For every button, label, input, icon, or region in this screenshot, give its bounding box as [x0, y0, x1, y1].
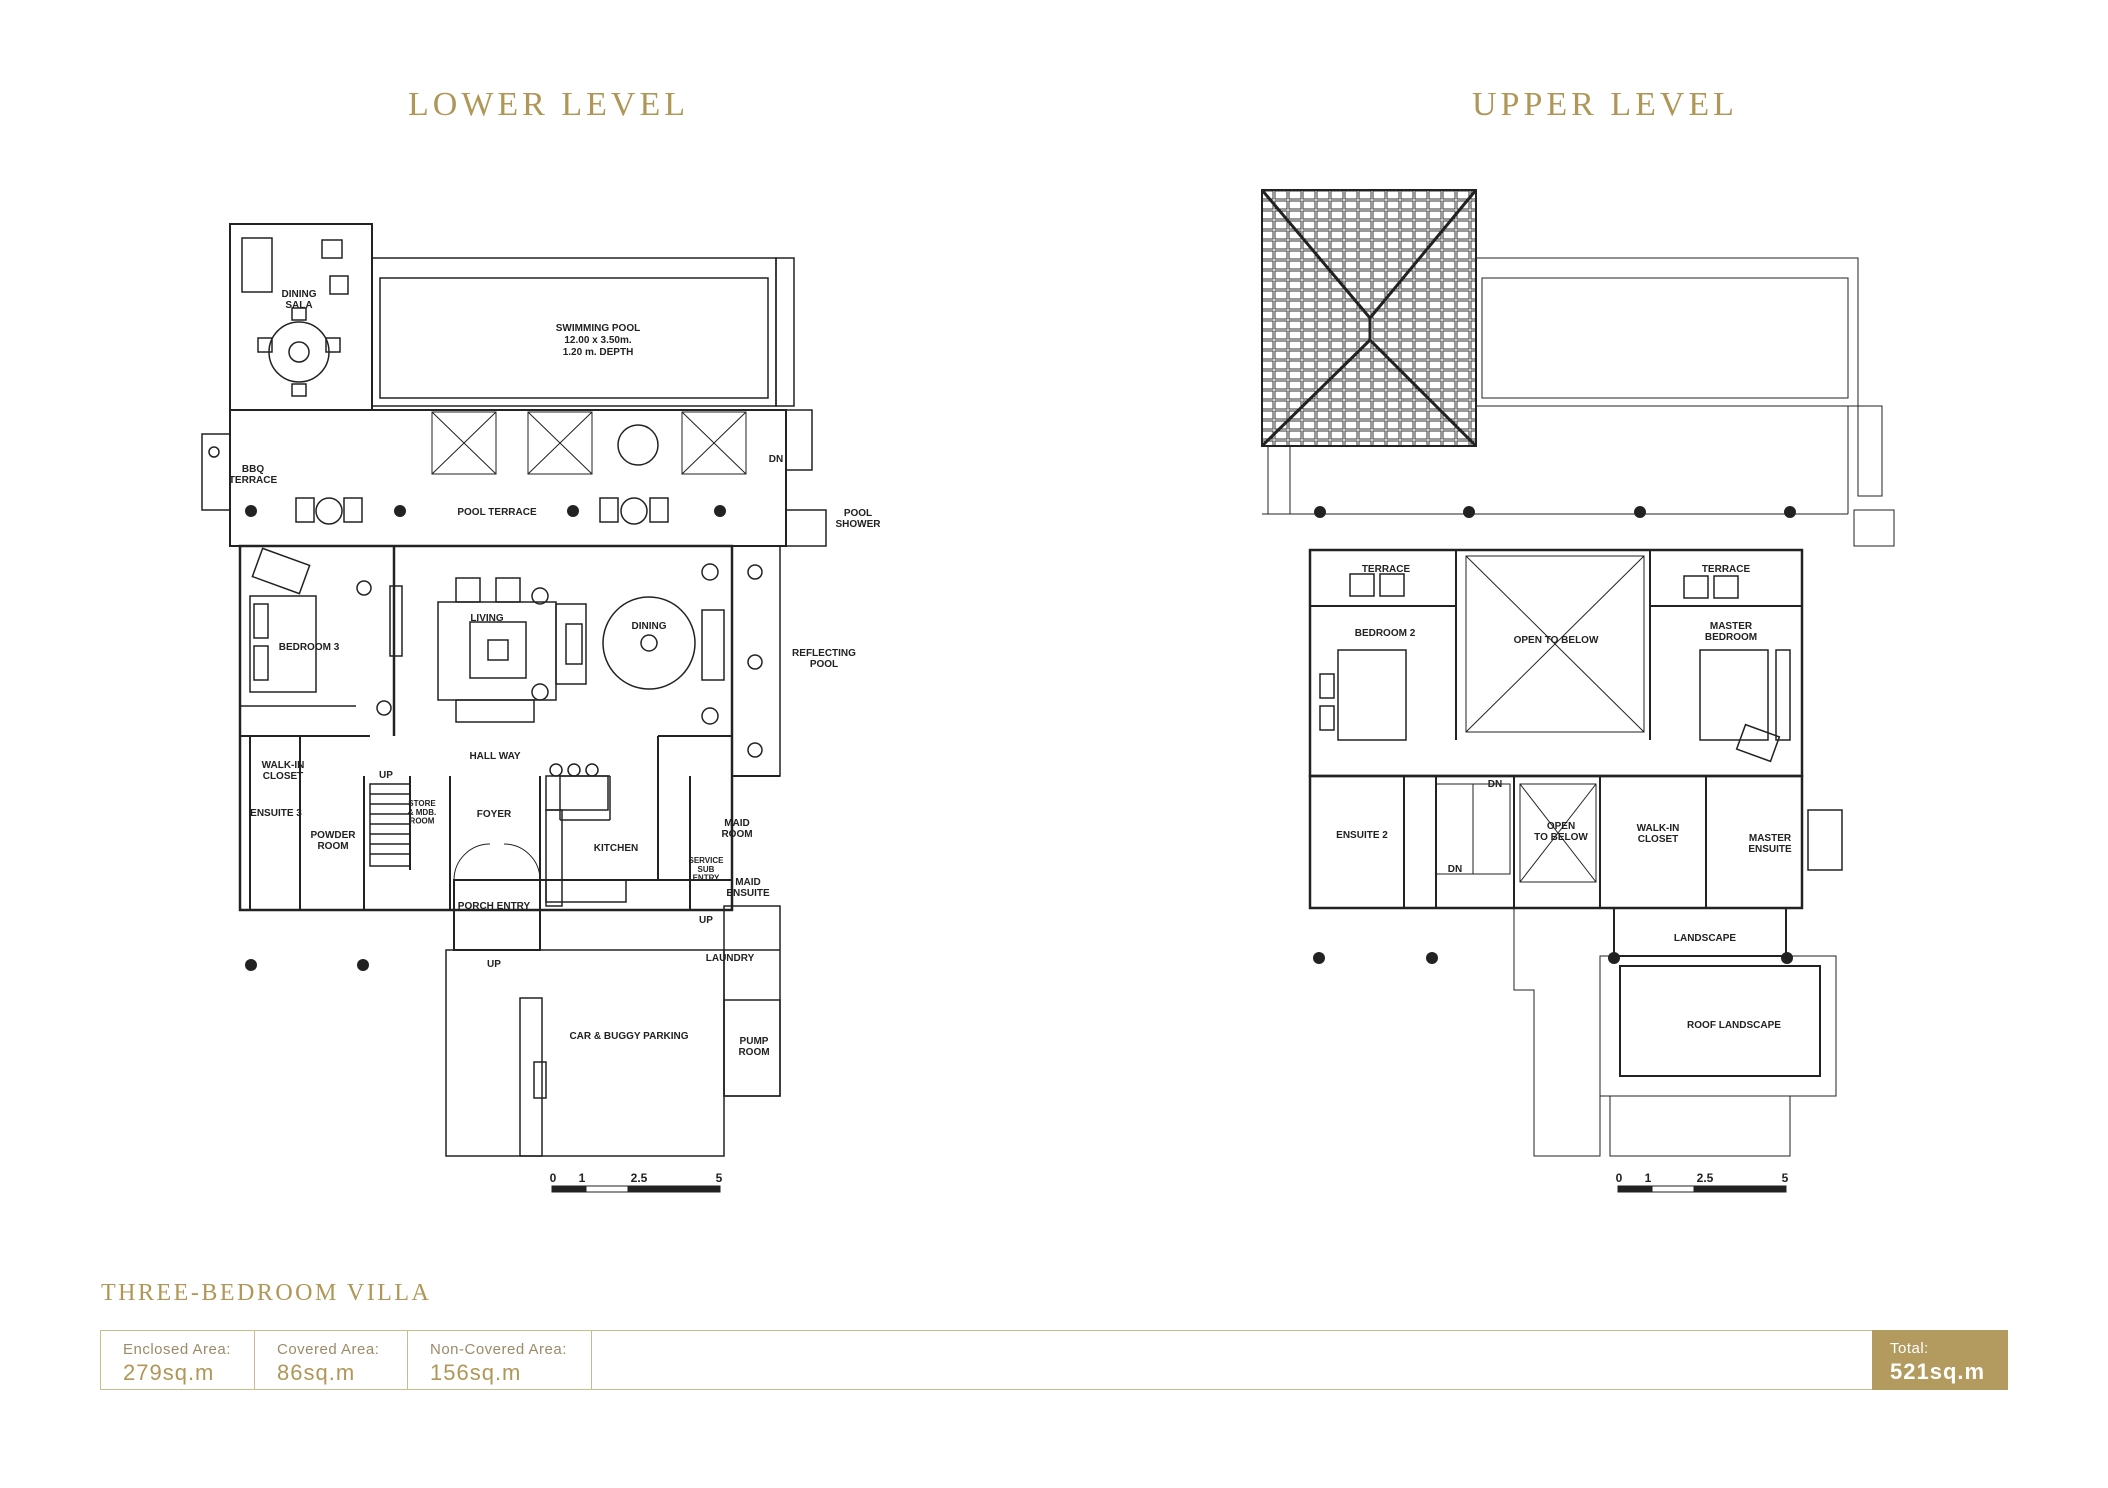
label-foyer: FOYER — [477, 809, 512, 820]
dining-table — [602, 596, 696, 690]
label-car-buggy-parking: CAR & BUGGY PARKING — [569, 1031, 688, 1042]
covered-area: Covered Area: 86sq.m — [255, 1331, 408, 1389]
upper-scale-2-5: 2.5 — [1697, 1171, 1714, 1185]
label-swimming-pool: SWIMMING POOL — [556, 323, 640, 334]
parking-area — [445, 949, 725, 1157]
sala-round-table — [268, 321, 330, 383]
label-kitchen: KITCHEN — [594, 843, 638, 854]
label-dining: DINING — [632, 621, 667, 632]
lower-scale-5: 5 — [716, 1171, 723, 1185]
label-pool-size: 12.00 x 3.50m. — [564, 335, 631, 346]
label-open-to-below-1: OPEN TO BELOW — [1514, 635, 1599, 646]
upper-level-title: UPPER LEVEL — [1472, 86, 1738, 123]
terrace-columns — [245, 505, 726, 971]
label-living: LIVING — [470, 613, 504, 624]
open-to-below-void — [1465, 555, 1645, 733]
covered-area-label: Covered Area: — [277, 1341, 380, 1358]
upper-scale-1: 1 — [1645, 1171, 1652, 1185]
bed-3 — [249, 595, 317, 693]
lower-level-plan — [201, 223, 827, 1193]
reflecting-pool — [731, 545, 781, 777]
upper-main-walls — [1308, 548, 1804, 778]
upper-scale-bar — [1617, 1185, 1787, 1193]
roof-landscape — [1599, 955, 1837, 1097]
label-up-1: UP — [379, 770, 393, 781]
total-area-label: Total: — [1890, 1340, 1929, 1357]
bbq-box — [201, 433, 231, 511]
label-terrace-right: TERRACE — [1702, 564, 1751, 575]
label-hall-way: HALL WAY — [469, 751, 520, 762]
label-up-2: UP — [487, 959, 501, 970]
label-store-mdb: STORE& MDB.ROOM — [408, 799, 437, 826]
pool-shower-box — [785, 509, 827, 547]
upper-level-labels: TERRACE TERRACE BEDROOM 2 OPEN TO BELOW … — [1336, 564, 1792, 1185]
label-pool-terrace: POOL TERRACE — [457, 507, 537, 518]
lower-scale-2-5: 2.5 — [631, 1171, 648, 1185]
master-bed — [1699, 649, 1769, 741]
label-terrace-left: TERRACE — [1362, 564, 1411, 575]
villa-title: THREE-BEDROOM VILLA — [101, 1280, 432, 1306]
landscape — [1613, 907, 1787, 957]
total-area: Total: 521sq.m — [1872, 1330, 2008, 1390]
label-bedroom-3: BEDROOM 3 — [279, 642, 340, 653]
upper-scale-5: 5 — [1782, 1171, 1789, 1185]
bed-2 — [1337, 649, 1407, 741]
porch-entry — [453, 879, 541, 951]
service-wing — [723, 905, 781, 1097]
sun-loungers — [431, 411, 747, 475]
upper-scale-0: 0 — [1616, 1171, 1623, 1185]
area-summary-bar: Enclosed Area: 279sq.m Covered Area: 86s… — [100, 1330, 2008, 1390]
label-dn-1: DN — [1488, 779, 1502, 790]
label-dn-2: DN — [1448, 864, 1462, 875]
label-up-3: UP — [699, 915, 713, 926]
non-covered-area-label: Non-Covered Area: — [430, 1341, 567, 1358]
non-covered-area-value: 156sq.m — [430, 1360, 522, 1385]
upper-level-plan — [1260, 189, 1895, 1193]
total-area-value: 521sq.m — [1890, 1359, 1986, 1384]
lower-scale-1: 1 — [579, 1171, 586, 1185]
label-ensuite-3: ENSUITE 3 — [250, 808, 302, 819]
lower-scale-bar — [551, 1185, 721, 1193]
label-bedroom-2: BEDROOM 2 — [1355, 628, 1416, 639]
label-porch-entry: PORCH ENTRY — [458, 901, 531, 912]
open-to-below-stair-void — [1519, 783, 1597, 883]
pool-terrace — [229, 409, 787, 547]
enclosed-area-value: 279sq.m — [123, 1360, 215, 1385]
enclosed-area-label: Enclosed Area: — [123, 1341, 231, 1358]
label-pool-depth: 1.20 m. DEPTH — [563, 347, 634, 358]
lower-stair — [369, 783, 411, 867]
covered-area-value: 86sq.m — [277, 1360, 356, 1385]
lower-level-title: LOWER LEVEL — [408, 86, 689, 123]
label-roof-landscape: ROOF LANDSCAPE — [1687, 1020, 1781, 1031]
non-covered-area: Non-Covered Area: 156sq.m — [408, 1331, 592, 1389]
label-dn: DN — [769, 454, 783, 465]
label-laundry: LAUNDRY — [706, 953, 755, 964]
label-ensuite-2: ENSUITE 2 — [1336, 830, 1388, 841]
lower-scale-0: 0 — [550, 1171, 557, 1185]
enclosed-area: Enclosed Area: 279sq.m — [101, 1331, 255, 1389]
label-landscape: LANDSCAPE — [1674, 933, 1737, 944]
